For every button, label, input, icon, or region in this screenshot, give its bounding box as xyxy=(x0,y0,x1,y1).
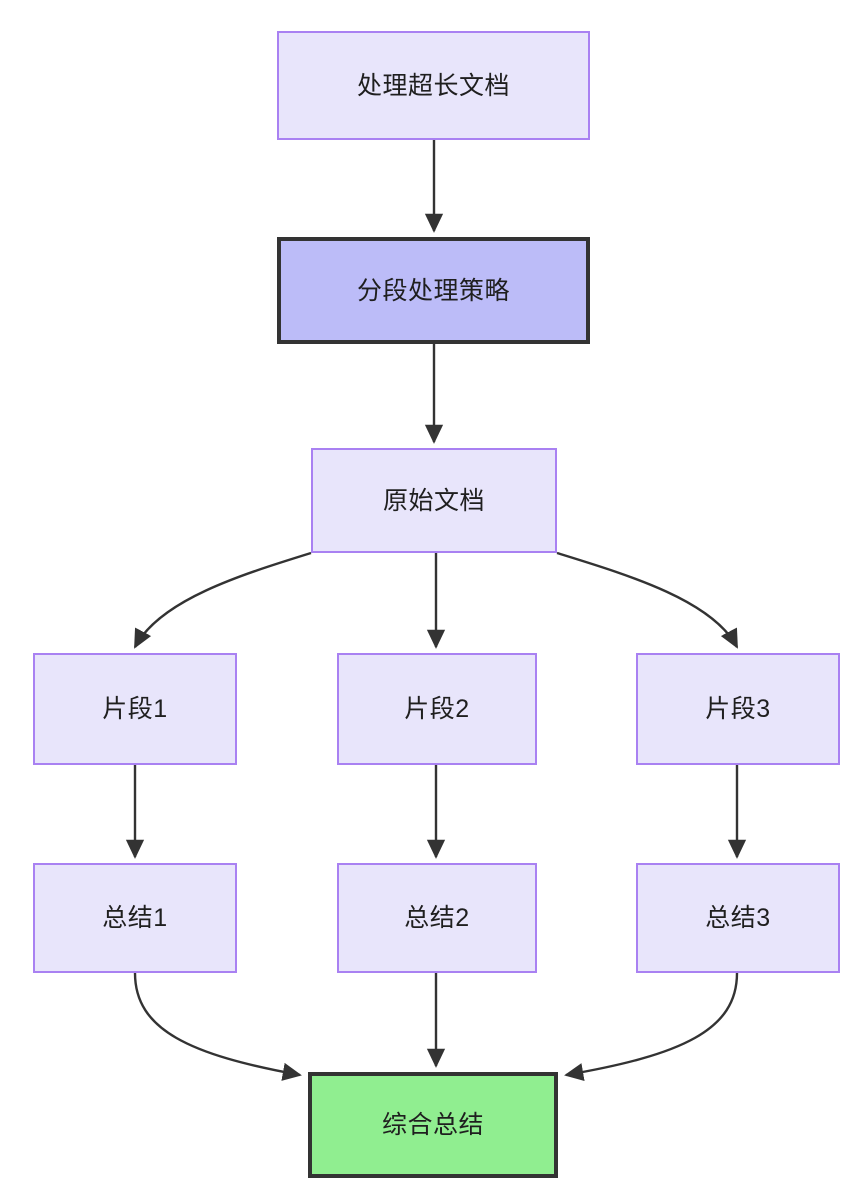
node-original-document[interactable]: 原始文档 xyxy=(311,448,557,553)
node-label: 片段2 xyxy=(404,695,470,723)
node-summary-1[interactable]: 总结1 xyxy=(33,863,237,973)
node-combined-summary[interactable]: 综合总结 xyxy=(308,1072,558,1178)
node-label: 分段处理策略 xyxy=(356,276,510,305)
edge-n3-to-n4 xyxy=(133,551,312,649)
node-label: 原始文档 xyxy=(382,486,485,515)
node-label: 综合总结 xyxy=(381,1111,484,1139)
node-label: 片段3 xyxy=(705,695,771,723)
node-process-long-document[interactable]: 处理超长文档 xyxy=(277,31,590,140)
node-label: 总结1 xyxy=(102,904,168,932)
node-fragment-2[interactable]: 片段2 xyxy=(337,653,537,765)
edge-n9-to-n10 xyxy=(564,972,739,1082)
node-label: 处理超长文档 xyxy=(356,71,510,100)
node-summary-2[interactable]: 总结2 xyxy=(337,863,537,973)
edge-n3-to-n6 xyxy=(556,551,739,649)
edge-n7-to-n10 xyxy=(133,972,302,1081)
node-fragment-3[interactable]: 片段3 xyxy=(636,653,840,765)
node-chunking-strategy[interactable]: 分段处理策略 xyxy=(277,237,590,344)
node-summary-3[interactable]: 总结3 xyxy=(636,863,840,973)
node-fragment-1[interactable]: 片段1 xyxy=(33,653,237,765)
node-label: 片段1 xyxy=(102,695,168,723)
node-label: 总结2 xyxy=(404,904,470,932)
node-label: 总结3 xyxy=(705,904,771,932)
